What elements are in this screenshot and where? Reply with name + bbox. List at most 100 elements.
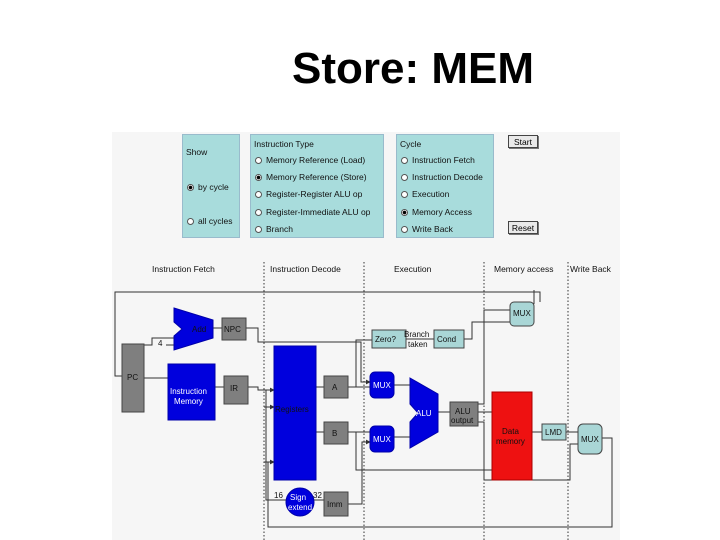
option-label: Branch [266, 224, 293, 234]
option-label: by cycle [198, 182, 229, 192]
show-group: Show by cycle all cycles [182, 134, 240, 238]
pc-block [121, 343, 145, 413]
data-memory [491, 391, 533, 481]
ir-label: IR [230, 384, 238, 393]
mux-a [369, 371, 395, 399]
cycle-decode-option[interactable]: Instruction Decode [401, 171, 483, 183]
const-4-label: 4 [158, 339, 163, 348]
show-by-cycle-option[interactable]: by cycle [187, 181, 229, 193]
sign-extend-unit [285, 487, 315, 517]
instruction-memory-label: Instruction [170, 387, 207, 396]
cycle-fetch-option[interactable]: Instruction Fetch [401, 154, 475, 166]
radio-icon [401, 190, 408, 198]
sign-extend-label-2: extend [288, 503, 312, 512]
wire-aluout-to-mux [478, 309, 510, 405]
cycle-header: Cycle [400, 139, 422, 149]
radio-icon [187, 217, 194, 225]
datapath-simulator: Show by cycle all cycles Instruction Typ… [112, 132, 620, 540]
stage-instruction-fetch: Instruction Fetch [152, 264, 215, 274]
mux-top-label: MUX [513, 309, 531, 318]
instruction-type-load-option[interactable]: Memory Reference (Load) [255, 154, 365, 166]
mux-top [509, 301, 535, 327]
radio-selected-icon [255, 173, 262, 181]
stage-write-back: Write Back [570, 264, 611, 274]
stage-memory-access: Memory access [494, 264, 554, 274]
option-label: Register-Immediate ALU op [266, 207, 371, 217]
option-label: Memory Reference (Load) [266, 155, 366, 165]
pc-label: PC [127, 373, 138, 382]
wire-imm-to-mux [348, 441, 370, 505]
stage-execution: Execution [394, 264, 432, 274]
cond-label: Cond [437, 335, 456, 344]
option-label: Instruction Decode [412, 172, 483, 182]
instruction-memory-label-2: Memory [174, 397, 203, 406]
option-label: Write Back [412, 224, 453, 234]
mux-write-back [577, 423, 603, 455]
imm-label: Imm [327, 500, 343, 509]
radio-icon [255, 225, 262, 233]
instruction-memory [167, 363, 216, 421]
reset-button[interactable]: Reset [508, 221, 538, 234]
radio-icon [255, 208, 262, 216]
branch-taken-label-2: taken [408, 340, 428, 349]
wire-wb-to-regs [267, 437, 613, 528]
add-label: Add [192, 325, 206, 334]
start-button[interactable]: Start [508, 135, 538, 148]
npc-label: NPC [224, 325, 241, 334]
stage-dividers [263, 262, 569, 540]
show-header: Show [186, 147, 208, 157]
option-label: all cycles [198, 216, 233, 226]
cycle-write-back-option[interactable]: Write Back [401, 223, 453, 235]
alu-output-register [449, 401, 479, 427]
radio-icon [255, 156, 262, 164]
zero-test [371, 329, 407, 349]
slide-title: Store: MEM [292, 44, 534, 93]
sign-extend-label: Sign [290, 493, 306, 502]
b-label: B [332, 429, 337, 438]
alu-output-label: ALU [455, 407, 471, 416]
mux-write-back-label: MUX [581, 435, 599, 444]
mux-b [369, 425, 395, 453]
instruction-type-branch-option[interactable]: Branch [255, 223, 293, 235]
imm-32-label: 32 [313, 491, 322, 500]
imm-register [323, 491, 349, 517]
data-memory-label: Data [502, 427, 519, 436]
instruction-type-rr-alu-option[interactable]: Register-Register ALU op [255, 188, 362, 200]
register-file [273, 345, 317, 481]
radio-icon [401, 225, 408, 233]
datapath-diagram: PC Add 4 NPC Instruction Memory IR Regis… [114, 262, 613, 540]
wire-arrows [264, 379, 371, 465]
imm-16-label: 16 [274, 491, 283, 500]
option-label: Execution [412, 189, 450, 199]
wire-ir-to-sext [265, 407, 286, 501]
lmd-register [541, 423, 567, 441]
radio-icon [401, 156, 408, 164]
radio-icon [401, 173, 408, 181]
show-all-cycles-option[interactable]: all cycles [187, 215, 232, 227]
cycle-memory-access-option[interactable]: Memory Access [401, 206, 472, 218]
instruction-type-header: Instruction Type [254, 139, 314, 149]
npc-register [221, 317, 247, 341]
b-register [323, 421, 349, 445]
alu-unit [409, 377, 439, 449]
wire-top-feedback [114, 291, 541, 377]
instruction-type-ri-alu-option[interactable]: Register-Immediate ALU op [255, 206, 370, 218]
alu-label: ALU [416, 409, 432, 418]
branch-taken-label: Branch [404, 330, 429, 339]
cycle-execution-option[interactable]: Execution [401, 188, 449, 200]
lmd-label: LMD [545, 428, 562, 437]
instruction-type-store-option[interactable]: Memory Reference (Store) [255, 171, 367, 183]
cycle-group: Cycle Instruction Fetch Instruction Deco… [396, 134, 494, 238]
option-label: Memory Reference (Store) [266, 172, 367, 182]
option-label: Instruction Fetch [412, 155, 475, 165]
registers-label: Registers [275, 405, 309, 414]
a-label: A [332, 383, 338, 392]
option-label: Register-Register ALU op [266, 189, 363, 199]
wire-cond-to-mux [464, 321, 510, 340]
data-memory-label-2: memory [496, 437, 525, 446]
a-register [323, 375, 349, 399]
add-unit [173, 307, 214, 351]
radio-icon [255, 190, 262, 198]
wire-a-to-zero [355, 339, 372, 387]
zero-label: Zero? [375, 335, 396, 344]
